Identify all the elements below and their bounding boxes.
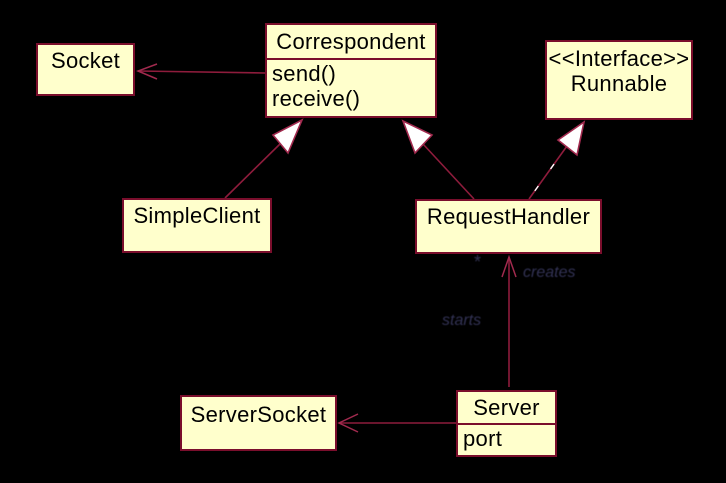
class-requesthandler: RequestHandler bbox=[415, 199, 602, 254]
open-arrowhead-socket bbox=[135, 63, 158, 80]
realization-triangle bbox=[556, 120, 586, 157]
class-correspondent: Correspondent send() receive() bbox=[265, 23, 437, 118]
creates-label: creates bbox=[523, 264, 576, 281]
class-runnable-stereotype: <<Interface>> bbox=[548, 46, 690, 71]
class-runnable: <<Interface>> Runnable bbox=[545, 40, 693, 120]
class-server: Server port bbox=[456, 390, 557, 457]
edge-simpleclient-correspondent bbox=[224, 118, 304, 199]
class-requesthandler-name: RequestHandler bbox=[426, 204, 591, 229]
class-server-name: Server bbox=[458, 392, 555, 425]
class-simpleclient-name: SimpleClient bbox=[133, 203, 261, 228]
realization-dashes bbox=[528, 145, 568, 200]
edge-server-serversocket bbox=[337, 413, 456, 433]
class-server-attributes: port bbox=[458, 425, 555, 452]
edge-correspondent-socket bbox=[135, 63, 266, 80]
class-correspondent-name: Correspondent bbox=[267, 25, 435, 60]
class-serversocket-name: ServerSocket bbox=[190, 402, 327, 427]
multiplicity-label: * bbox=[474, 252, 482, 272]
attribute-port: port bbox=[463, 426, 503, 451]
method-receive: receive() bbox=[272, 86, 361, 111]
method-send: send() bbox=[272, 61, 337, 86]
class-socket-name: Socket bbox=[50, 48, 121, 73]
class-serversocket: ServerSocket bbox=[180, 395, 337, 451]
class-correspondent-methods: send() receive() bbox=[267, 60, 435, 112]
class-socket: Socket bbox=[36, 43, 135, 96]
open-arrowhead-serversocket bbox=[337, 413, 359, 433]
generalization-triangle-right bbox=[401, 119, 434, 155]
class-runnable-name: Runnable bbox=[570, 71, 668, 96]
open-arrowhead-requesthandler bbox=[501, 254, 517, 278]
class-simpleclient: SimpleClient bbox=[122, 198, 272, 253]
generalization-triangle-left bbox=[271, 118, 304, 155]
starts-label: starts bbox=[442, 312, 482, 329]
edge-server-requesthandler bbox=[501, 254, 517, 387]
edge-requesthandler-correspondent bbox=[401, 119, 475, 200]
edge-requesthandler-runnable bbox=[528, 120, 586, 200]
